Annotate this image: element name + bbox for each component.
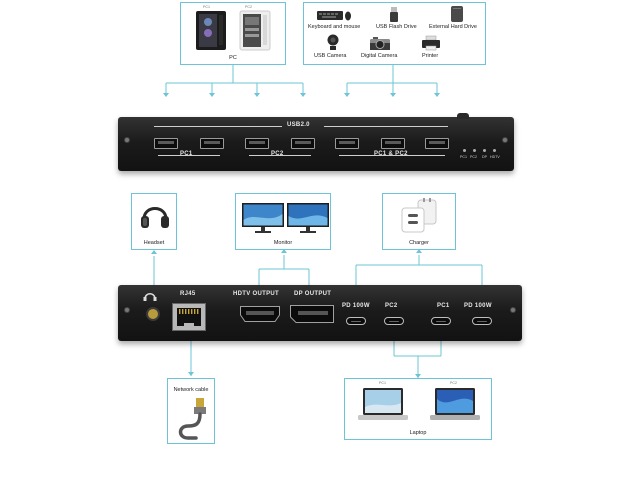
led-hdtv xyxy=(493,149,496,152)
monitor-caption: Monitor xyxy=(273,240,293,246)
front-left-screw xyxy=(124,137,130,143)
led-pc1-label: PC1 xyxy=(460,155,467,159)
hdtv-output-label: HDTV OUTPUT xyxy=(233,291,279,297)
keyboard-mouse-label: Keyboard and mouse xyxy=(308,24,361,30)
keyboard-mouse-icon xyxy=(317,11,351,21)
kvm-switch-back-panel: RJ45 HDTV OUTPUT DP OUTPUT PD 100W PC2 P… xyxy=(118,285,522,341)
pc-caption: PC xyxy=(229,55,237,61)
led-dp xyxy=(483,149,486,152)
dp-output-label: DP OUTPUT xyxy=(294,291,332,297)
led-dp-label: DP xyxy=(482,155,487,159)
digital-camera-label: Digital Camera xyxy=(361,53,398,59)
pd-100w-left-label: PD 100W xyxy=(342,303,370,309)
rj45-label: RJ45 xyxy=(180,291,196,297)
digital-camera-icon xyxy=(370,37,390,50)
usb-port-shared-1[interactable] xyxy=(335,138,359,149)
usb-port-pc2-1[interactable] xyxy=(245,138,269,149)
laptop-right-icon xyxy=(430,388,480,420)
charger-icon xyxy=(401,198,437,233)
laptop-caption: Laptop xyxy=(409,430,427,436)
led-pc2 xyxy=(473,149,476,152)
usb-camera-icon xyxy=(327,34,339,50)
pc-box: PC1 PC2 PC xyxy=(180,2,286,65)
usb-port-pc2-2[interactable] xyxy=(291,138,315,149)
desktop-pc-icon xyxy=(196,11,226,50)
audio-jack-port[interactable] xyxy=(146,307,160,321)
laptop-box: PC1 PC2 Laptop xyxy=(344,378,492,440)
usb-title-line-right xyxy=(324,126,448,127)
pc2-tiny-label: PC2 xyxy=(245,5,252,9)
led-hdtv-label: HDTV xyxy=(490,155,500,159)
pc1-group-bracket xyxy=(158,155,220,156)
network-cable-caption: Network cable xyxy=(173,387,209,393)
switch-button[interactable] xyxy=(457,113,469,119)
led-pc2-label: PC2 xyxy=(470,155,477,159)
monitor-left-icon xyxy=(242,203,284,233)
usb-port-shared-2[interactable] xyxy=(381,138,405,149)
usb-flash-drive-label: USB Flash Drive xyxy=(376,24,417,30)
kvm-switch-front-panel: USB2.0 PC1 PC2 PC1 & PC2 PC1 PC2 DP HDTV xyxy=(118,117,514,171)
usb-title: USB2.0 xyxy=(287,122,310,128)
charger-caption: Charger xyxy=(409,240,429,246)
laptop-left-icon xyxy=(358,388,408,420)
pc1-group-label: PC1 xyxy=(180,151,193,157)
headphone-port-icon xyxy=(143,293,157,301)
monitor-right-icon xyxy=(287,203,329,233)
charger-box: Charger xyxy=(382,193,456,250)
pc1-tiny-label: PC1 xyxy=(203,5,210,9)
led-pc1 xyxy=(463,149,466,152)
front-right-screw xyxy=(502,137,508,143)
back-left-screw xyxy=(124,307,130,313)
external-hard-drive-label: External Hard Drive xyxy=(429,24,477,30)
usb-title-line-left xyxy=(154,126,282,127)
printer-icon xyxy=(422,35,440,51)
laptop-pc2-tiny-label: PC2 xyxy=(450,381,457,385)
usb-camera-label: USB Camera xyxy=(314,53,347,59)
network-cable-box: Network cable xyxy=(167,378,215,444)
laptop-pc1-tiny-label: PC1 xyxy=(379,381,386,385)
usb-port-shared-3[interactable] xyxy=(425,138,449,149)
back-right-screw xyxy=(510,307,516,313)
headset-box: Headset xyxy=(131,193,177,250)
headset-caption: Headset xyxy=(143,240,165,246)
usb-port-pc1-2[interactable] xyxy=(200,138,224,149)
pd-100w-right-label: PD 100W xyxy=(464,303,492,309)
pc1-port-label: PC1 xyxy=(437,303,450,309)
pc2-port-label: PC2 xyxy=(385,303,398,309)
shared-group-label: PC1 & PC2 xyxy=(374,151,408,157)
external-hard-drive-icon xyxy=(451,6,463,22)
printer-label: Printer xyxy=(422,53,439,59)
shared-group-bracket xyxy=(339,155,445,156)
peripherals-box: Keyboard and mouse USB Flash Drive Exter… xyxy=(303,2,486,65)
headset-icon xyxy=(141,207,169,228)
typec-pd-right-port[interactable] xyxy=(472,317,492,325)
usb-flash-drive-icon xyxy=(390,7,398,22)
displayport-output-port[interactable] xyxy=(290,305,334,323)
typec-pc1-port[interactable] xyxy=(431,317,451,325)
rj45-port[interactable] xyxy=(172,303,206,331)
typec-pc2-port[interactable] xyxy=(384,317,404,325)
hdmi-output-port[interactable] xyxy=(240,306,280,322)
typec-pd-left-port[interactable] xyxy=(346,317,366,325)
pc2-group-label: PC2 xyxy=(271,151,284,157)
white-pc-icon xyxy=(239,10,271,51)
network-cable-icon xyxy=(178,398,206,440)
pc2-group-bracket xyxy=(249,155,311,156)
usb-port-pc1-1[interactable] xyxy=(154,138,178,149)
monitor-box: Monitor xyxy=(235,193,331,250)
